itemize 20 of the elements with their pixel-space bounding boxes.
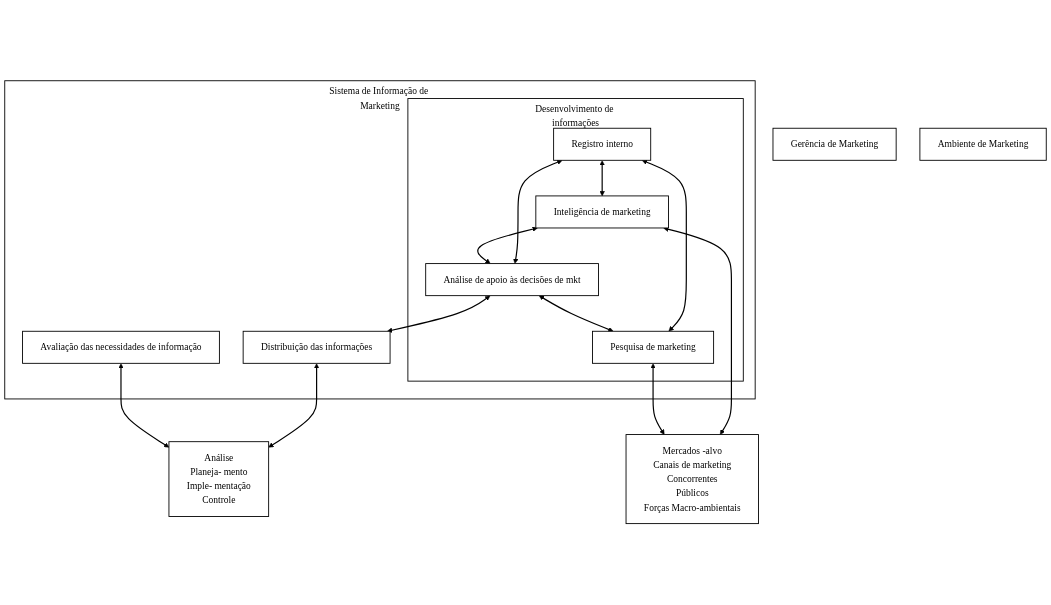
arrow bbox=[642, 160, 687, 332]
arrow bbox=[477, 226, 538, 265]
arrow bbox=[513, 160, 563, 265]
arrow bbox=[387, 295, 491, 334]
node-box: Análise de apoio às decisões de mkt bbox=[425, 263, 599, 297]
arrow bbox=[268, 363, 320, 448]
arrow bbox=[650, 363, 665, 436]
node-box: Mercados -alvo Canais de marketing Concorrentes Públicos Forças Macro-ambientais bbox=[625, 434, 759, 525]
node-box: Registro interno bbox=[553, 128, 652, 162]
node-box: Análise Planeja- mento Imple- mentação Controle bbox=[168, 441, 270, 518]
arrow bbox=[599, 160, 605, 197]
arrow bbox=[118, 363, 170, 448]
node-box: Pesquisa de marketing bbox=[592, 331, 715, 365]
node-box: Distribuição das informações bbox=[242, 331, 391, 365]
arrow bbox=[538, 295, 614, 333]
arrow bbox=[663, 227, 732, 436]
node-box: Ambiente de Marketing bbox=[919, 128, 1047, 162]
node-box: Gerência de Marketing bbox=[772, 128, 897, 162]
node-box: Inteligência de marketing bbox=[535, 195, 669, 229]
node-box: Avaliação das necessidades de informação bbox=[22, 331, 220, 365]
